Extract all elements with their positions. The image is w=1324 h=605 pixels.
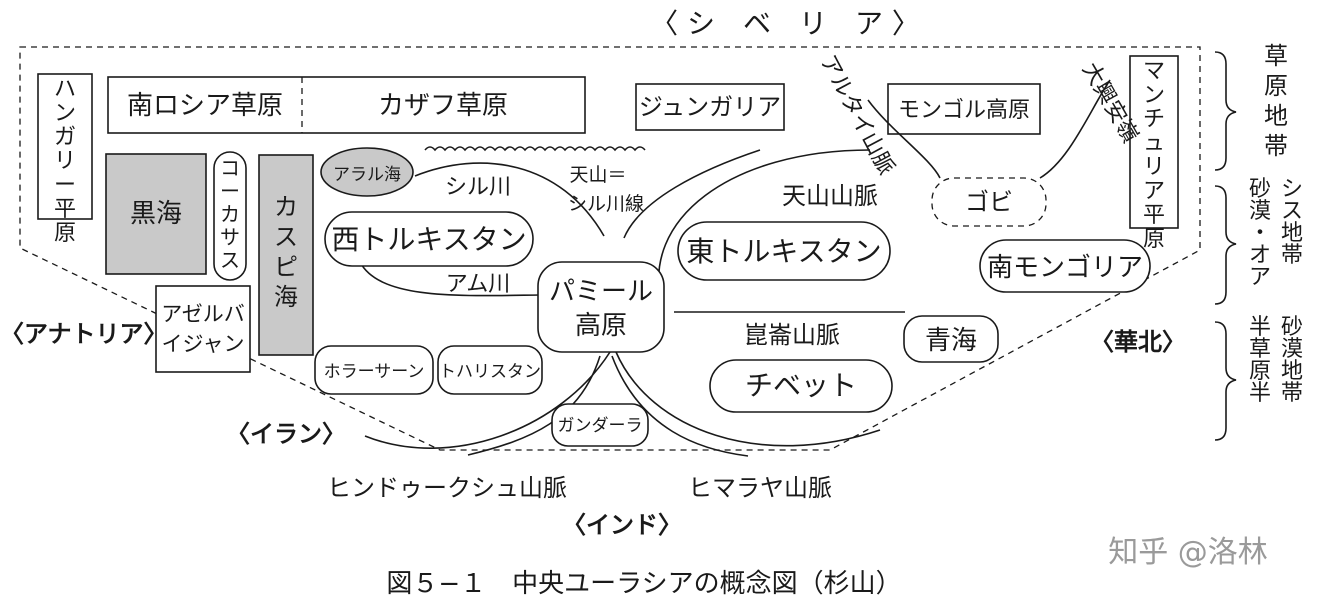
dzungaria: ジュンガリア xyxy=(639,93,781,121)
hindukush-line xyxy=(364,351,611,449)
tokharistan-box xyxy=(437,345,543,395)
gandhara: ガンダーラ xyxy=(558,416,643,436)
qinghai: 青海 xyxy=(925,326,977,356)
khorasan-box xyxy=(314,345,434,395)
mongol-plateau-box xyxy=(887,83,1041,135)
himalaya-range: ヒマラヤ山脈 xyxy=(688,474,832,502)
tibet-box xyxy=(709,359,893,413)
east-turkestan-box xyxy=(677,221,891,281)
west-turkestan-box xyxy=(324,211,534,267)
qinghai-box xyxy=(903,315,999,363)
region-huabei: 〈華北〉 xyxy=(1090,328,1186,356)
zone-desert-oasis: 砂漠・オア シス地帯 xyxy=(1249,177,1303,290)
amu-river-line xyxy=(359,261,541,297)
svg-text:カスピ海: カスピ海 xyxy=(274,193,298,311)
svg-text:砂漠・オア: 砂漠・オア xyxy=(1249,177,1271,290)
svg-text:草原地帯: 草原地帯 xyxy=(1264,42,1288,160)
south-mongolia: 南モンゴリア xyxy=(987,253,1143,283)
region-anatolia: 〈アナトリア〉 xyxy=(0,320,168,348)
region-iran: 〈イラン〉 xyxy=(226,420,346,448)
caucasus-label: コーカサス xyxy=(220,156,240,272)
steppe-box xyxy=(107,76,586,134)
svg-text:コーカサス: コーカサス xyxy=(220,156,240,272)
zone-semi-steppe: 半草原半 砂漠地帯 xyxy=(1249,315,1303,406)
manchuria-label: マンチュリア平原 xyxy=(1143,59,1165,252)
aral-sea: アラル海 xyxy=(333,165,401,185)
gandhara-box xyxy=(551,403,649,447)
svg-text:半草原半: 半草原半 xyxy=(1249,315,1271,406)
region-siberia: 〈 シ ベ リ ア 〉 xyxy=(650,7,920,40)
tokharistan: トハリスタン xyxy=(439,362,541,382)
hinggan-line xyxy=(1039,79,1111,179)
syr-river: シル川 xyxy=(445,175,511,200)
azerbaijan-label-2: イジャン xyxy=(162,332,245,356)
aral-sea-shape xyxy=(320,147,414,197)
tianshan-line-label-1: 天山＝ xyxy=(569,164,626,186)
dzungaria-box xyxy=(635,83,785,131)
tianshan-range: 天山山脈 xyxy=(782,182,878,210)
hungary-plain-label: ハンガリー平原 xyxy=(54,77,76,246)
altai-range: アルタイ山脈 xyxy=(815,51,899,179)
watermark: 知乎 @洛林 xyxy=(1108,535,1268,570)
caspian-sea-box xyxy=(258,154,314,356)
central-eurasia-boundary xyxy=(19,46,1201,451)
tibet: チベット xyxy=(745,369,857,402)
manchuria-box xyxy=(1129,55,1179,229)
altai-line xyxy=(867,99,941,179)
hindukush-inner-line xyxy=(467,355,601,456)
west-turkestan: 西トルキスタン xyxy=(331,223,526,256)
south-mongolia-box xyxy=(979,239,1151,293)
zone-steppe: 草原地帯 xyxy=(1264,42,1288,160)
svg-text:ハンガリー平原: ハンガリー平原 xyxy=(54,77,76,246)
pamir-label-2: 高原 xyxy=(575,311,627,341)
azerbaijan-box xyxy=(155,285,251,373)
gobi-box xyxy=(931,177,1047,227)
tianshan-line-label-2: シル川線 xyxy=(568,193,644,215)
hindukush-range: ヒンドゥークシュ山脈 xyxy=(327,474,567,502)
himalaya-inner-line xyxy=(611,355,749,457)
kazakh-steppe: カザフ草原 xyxy=(378,91,508,121)
khorasan: ホラーサーン xyxy=(324,362,425,382)
brace-steppe xyxy=(1214,51,1237,171)
mongol-plateau: モンゴル高原 xyxy=(898,98,1030,123)
tianshan-line xyxy=(623,149,761,239)
syr-river-line xyxy=(414,162,605,237)
caspian-sea-label: カスピ海 xyxy=(274,193,298,311)
svg-text:シス地帯: シス地帯 xyxy=(1281,177,1303,268)
gobi: ゴビ xyxy=(965,188,1013,216)
brace-semi xyxy=(1214,321,1237,441)
brace-desert xyxy=(1214,185,1237,305)
pamir-label-1: パミール xyxy=(549,277,653,307)
svg-text:マンチュリア平原: マンチュリア平原 xyxy=(1143,59,1165,252)
caucasus-box xyxy=(213,151,247,281)
svg-text:砂漠地帯: 砂漠地帯 xyxy=(1281,315,1303,406)
kunlun-range: 崑崙山脈 xyxy=(744,321,840,349)
region-india: 〈インド〉 xyxy=(562,511,682,539)
east-turkestan: 東トルキスタン xyxy=(686,235,881,268)
hungary-plain-box xyxy=(37,73,93,220)
black-sea-box xyxy=(105,153,207,275)
wavy-line xyxy=(424,146,646,152)
black-sea: 黒海 xyxy=(130,199,182,229)
azerbaijan-label-1: アゼルバ xyxy=(161,302,245,326)
figure-caption: 図５−１ 中央ユーラシアの概念図（杉山） xyxy=(386,569,901,599)
pamir-box xyxy=(537,261,665,353)
amu-river: アム川 xyxy=(446,272,510,297)
south-russia-steppe: 南ロシア草原 xyxy=(127,91,283,121)
himalaya-line xyxy=(615,351,881,447)
